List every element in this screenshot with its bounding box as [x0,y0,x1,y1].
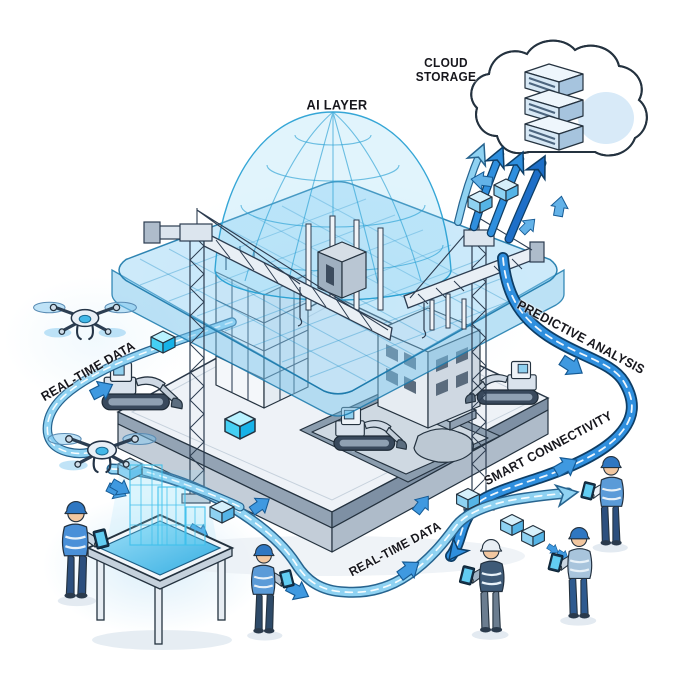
building-core [305,215,467,331]
cloud-storage-icon [470,39,648,157]
data-packet-icon [521,524,545,547]
server-stack-icon [524,63,584,151]
cloud-upload-arrows [458,139,571,239]
hologram-buildings [129,464,206,546]
construction-worker-icon [546,526,598,627]
data-packet-icon [500,513,524,536]
ai-dome-icon [214,111,452,301]
holographic-table-icon [85,464,235,650]
tower-crane-left-icon [143,208,393,504]
drone-icon [31,300,139,341]
